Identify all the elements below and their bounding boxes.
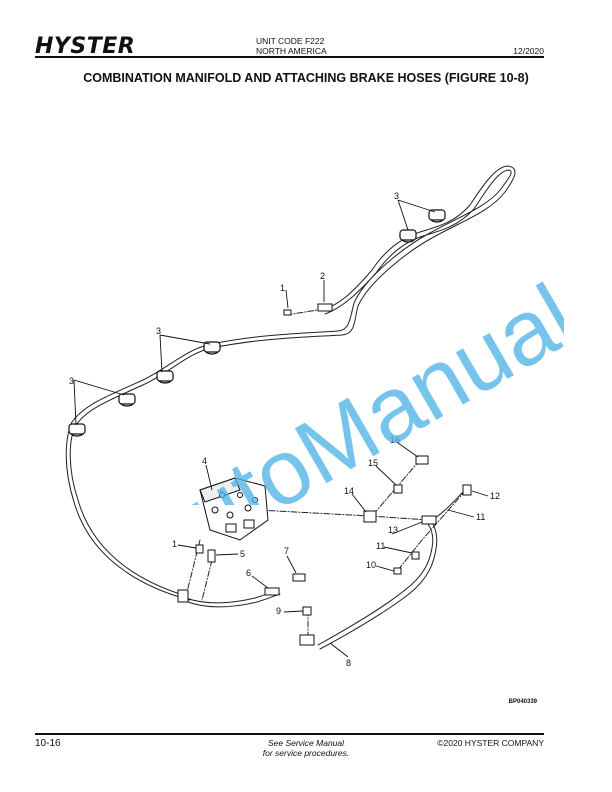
fitting-elbow <box>299 634 315 646</box>
leader-line <box>257 509 429 521</box>
page-title: COMBINATION MANIFOLD AND ATTACHING BRAKE… <box>83 71 529 85</box>
header-unit-info: UNIT CODE F222 NORTH AMERICA <box>256 36 327 56</box>
callout-7: 7 <box>284 546 289 556</box>
clamp-icon <box>399 229 417 243</box>
hose-6 <box>185 589 279 604</box>
callout-4: 4 <box>202 456 207 466</box>
fitting-16 <box>415 455 429 465</box>
header-date: 12/2020 <box>513 46 544 56</box>
fitting-11 <box>411 551 420 560</box>
fitting-elbow <box>177 589 189 603</box>
callout-15: 15 <box>368 458 378 468</box>
clamp-icon <box>428 209 446 223</box>
fitting-1 <box>195 544 204 554</box>
fitting-12 <box>462 484 472 496</box>
leader-line <box>397 489 467 571</box>
figure-part-number: BP040339 <box>508 699 537 705</box>
callout-1: 1 <box>172 539 177 549</box>
fitting-6 <box>264 587 280 596</box>
fitting-14 <box>363 510 377 523</box>
callout-8: 8 <box>346 658 351 668</box>
fitting-10 <box>393 567 402 575</box>
hose-8-inner <box>319 521 438 650</box>
copyright: ©2020 HYSTER COMPANY <box>437 738 544 748</box>
clamp-icon <box>203 341 221 355</box>
fitting-15 <box>393 484 403 494</box>
callout-3: 3 <box>156 326 161 336</box>
footer-note-line1: See Service Manual <box>267 738 345 748</box>
callout-13: 13 <box>388 525 398 535</box>
footer-note: See Service Manual for service procedure… <box>0 738 612 758</box>
callout-16: 16 <box>390 435 400 445</box>
unit-code: UNIT CODE F222 <box>256 36 325 46</box>
fitting-5 <box>207 549 216 563</box>
hose-6-inner <box>187 593 281 608</box>
clamp-icon <box>156 370 174 384</box>
region: NORTH AMERICA <box>256 46 327 56</box>
fitting-9 <box>302 606 312 616</box>
callout-2: 2 <box>320 271 325 281</box>
fitting-13 <box>421 515 437 525</box>
callout-1: 1 <box>280 283 285 293</box>
callout-11: 11 <box>376 541 385 551</box>
callout-6: 6 <box>246 568 251 578</box>
leader-line <box>201 559 213 601</box>
footer-note-line2: for service procedures. <box>262 748 350 758</box>
hose-8 <box>317 523 434 646</box>
footer-rule <box>35 733 544 735</box>
header-rule <box>35 56 544 58</box>
fitting-2 <box>317 303 333 312</box>
hyster-logo: HYSTER <box>35 34 136 59</box>
fitting-1 <box>283 309 292 316</box>
brake-line-main-inner <box>65 169 512 601</box>
callout-12: 12 <box>490 491 500 501</box>
callout-3: 3 <box>394 191 399 201</box>
clamp-icon <box>118 393 136 407</box>
page-number: 10-16 <box>35 738 61 749</box>
clamp-icon <box>68 423 86 437</box>
callout-9: 9 <box>276 606 281 616</box>
callout-3: 3 <box>69 376 74 386</box>
callout-5: 5 <box>240 549 245 559</box>
brake-line-main <box>69 165 516 597</box>
callout-10: 10 <box>366 560 376 570</box>
fitting-7 <box>292 573 306 582</box>
leader-line <box>185 539 201 597</box>
manifold-block <box>199 477 269 541</box>
callout-11: 11 <box>476 512 485 522</box>
callout-14: 14 <box>344 486 354 496</box>
hose-11 <box>431 489 466 521</box>
